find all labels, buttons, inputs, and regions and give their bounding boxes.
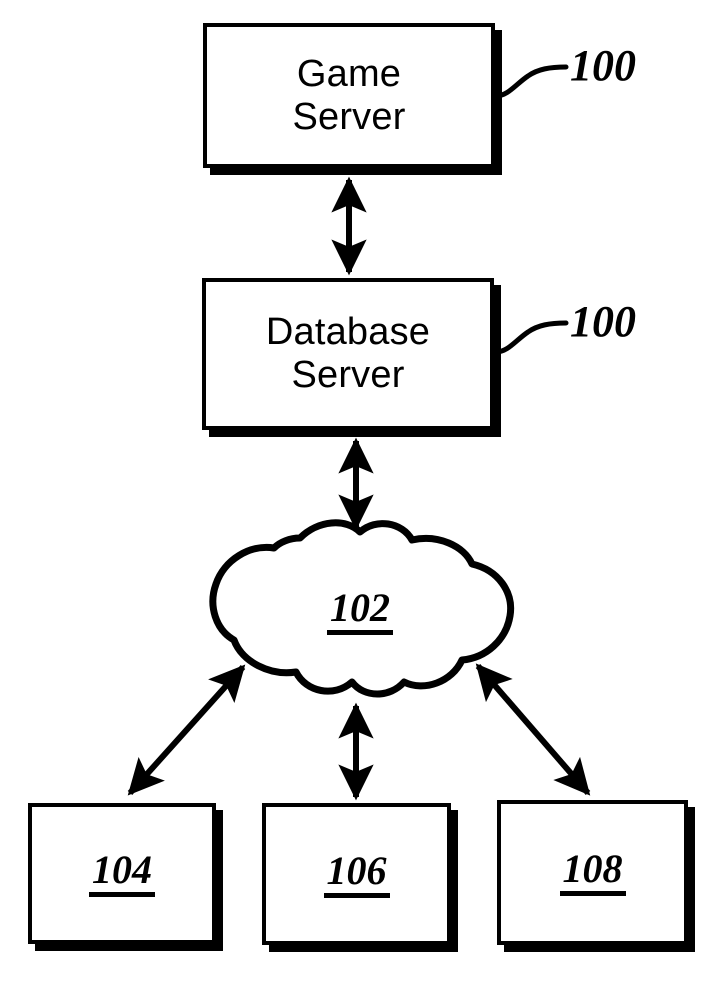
- node-client-104[interactable]: 104: [28, 803, 216, 944]
- callout-database-server: 100: [493, 296, 636, 361]
- reference-number-client-104: 104: [89, 850, 155, 897]
- reference-number-database-server: 100: [570, 297, 636, 346]
- callout-game-server: 100: [493, 40, 636, 105]
- node-client-106[interactable]: 106: [262, 803, 451, 945]
- reference-number-client-108: 108: [559, 849, 626, 896]
- node-game-server-label: Game Server: [292, 52, 406, 138]
- node-network-cloud[interactable]: 102: [200, 512, 520, 707]
- cloud-shape-icon: [209, 519, 515, 698]
- node-client-108[interactable]: 108: [497, 800, 688, 945]
- node-database-server[interactable]: Database Server: [202, 278, 494, 430]
- leader-line-database-server-icon: [493, 320, 569, 355]
- leader-line-game-server-icon: [493, 64, 569, 99]
- node-game-server[interactable]: Game Server: [203, 23, 495, 168]
- node-database-server-label: Database Server: [265, 311, 431, 396]
- reference-number-game-server: 100: [570, 41, 636, 90]
- reference-number-client-106: 106: [323, 850, 390, 898]
